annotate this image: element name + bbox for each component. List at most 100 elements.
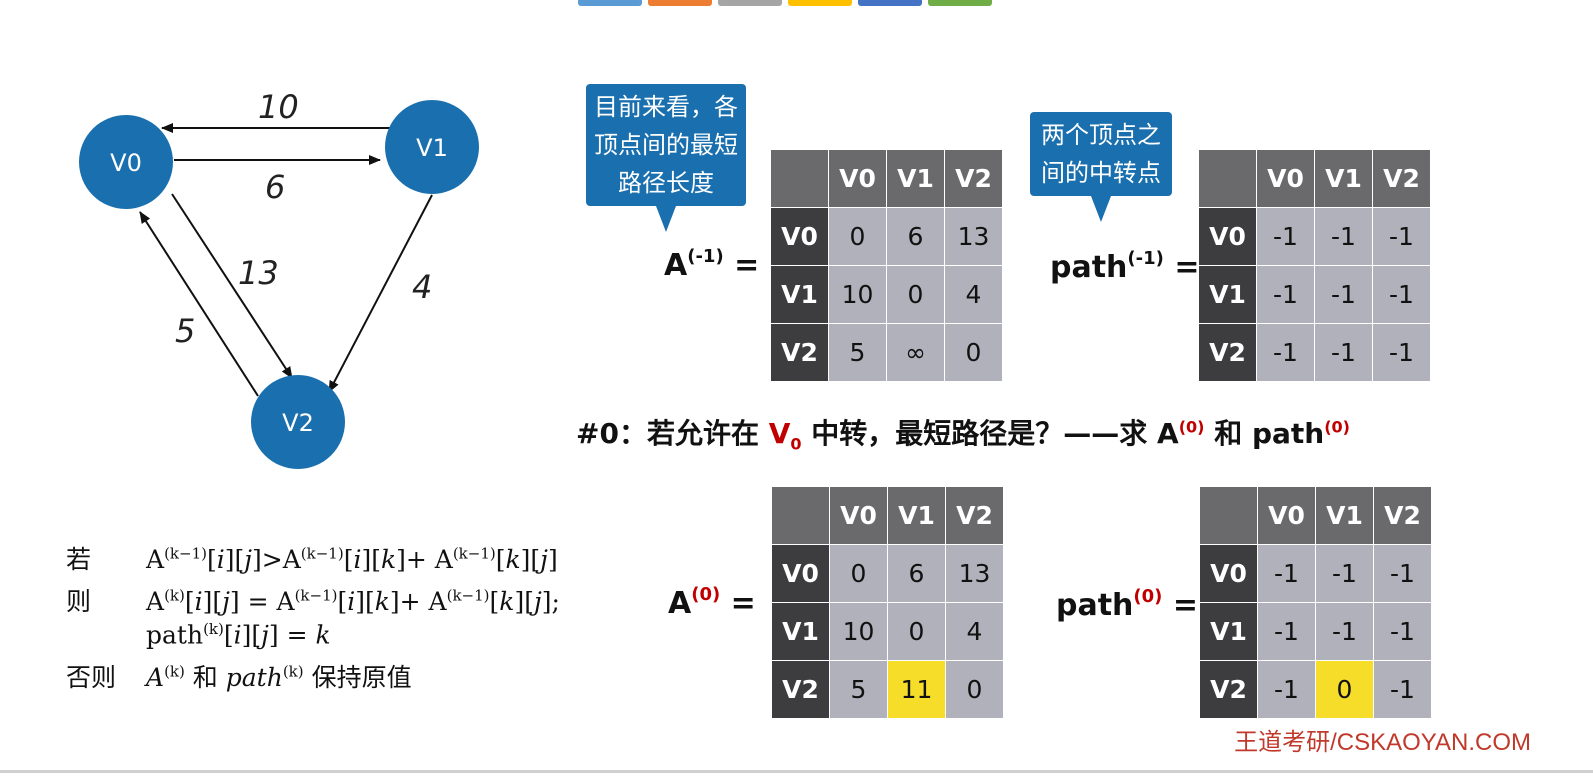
- label-path-curr: path(0) =: [1056, 586, 1198, 623]
- step-question: #0：若允许在 V0 中转，最短路径是？——求 A(0) 和 path(0): [576, 412, 1350, 454]
- node-v0: [79, 115, 173, 209]
- matrix-cell: -1: [1256, 207, 1315, 266]
- rule-sup: (k): [164, 586, 185, 605]
- top-bar-segment: [718, 0, 782, 6]
- callout-transit-point: 两个顶点之 间的中转点: [1030, 112, 1172, 222]
- matrix-cell: 0: [1315, 660, 1374, 719]
- label-sup: (-1): [687, 246, 724, 267]
- label-sup: (0): [1133, 586, 1163, 607]
- label-a-prev: A(-1) =: [664, 246, 760, 283]
- matrix-cell: -1: [1373, 544, 1432, 603]
- matrix-corner: [1198, 149, 1257, 208]
- rule-sup: (k−1): [452, 544, 496, 563]
- matrix-row-header: V1: [1199, 602, 1258, 661]
- matrix-cell: ∞: [886, 323, 945, 382]
- callout-shortest-length: 目前来看，各 顶点间的最短 路径长度: [586, 84, 746, 232]
- matrix-cell: -1: [1372, 265, 1431, 324]
- matrix-cell: 0: [886, 265, 945, 324]
- matrix-cell: 6: [887, 544, 946, 603]
- directed-graph: 10 6 13 4 5 V0 V1 V2: [79, 88, 479, 469]
- question-vertex-sub: 0: [790, 434, 802, 454]
- matrix-cell: -1: [1372, 323, 1431, 382]
- label-eq: =: [723, 248, 760, 283]
- matrix-row-header: V2: [1198, 323, 1257, 382]
- matrix-column-header: V2: [945, 486, 1004, 545]
- node-label-v2: V2: [282, 409, 314, 437]
- matrix-row-header: V0: [1199, 544, 1258, 603]
- matrix-cell: 5: [828, 323, 887, 382]
- matrix-cell: 5: [829, 660, 888, 719]
- matrix-row-header: V0: [771, 544, 830, 603]
- label-path-prev: path(-1) =: [1050, 248, 1200, 285]
- matrix-cell: 6: [886, 207, 945, 266]
- rule-keyword-else: 否则: [66, 663, 117, 692]
- slide-top-color-bar: [578, 0, 992, 6]
- matrix-column-header: V0: [828, 149, 887, 208]
- rule-keyword-then: 则: [66, 587, 92, 616]
- matrix-cell: -1: [1256, 265, 1315, 324]
- question-and: 和 path: [1204, 417, 1325, 450]
- matrix-cell: 0: [887, 602, 946, 661]
- callout-line: 间的中转点: [1041, 159, 1161, 187]
- matrix-column-header: V2: [944, 149, 1003, 208]
- matrix-cell: 4: [945, 602, 1004, 661]
- edge-weight-4: 4: [412, 268, 432, 306]
- matrix-cell: -1: [1373, 660, 1432, 719]
- callout-line: 目前来看，各: [594, 93, 738, 121]
- callout-line: 路径长度: [618, 169, 714, 197]
- rule-sup: (k−1): [446, 586, 490, 605]
- top-bar-segment: [928, 0, 992, 6]
- matrix-cell: -1: [1372, 207, 1431, 266]
- top-bar-segment: [858, 0, 922, 6]
- matrix-cell: -1: [1315, 602, 1374, 661]
- matrix-row-header: V0: [770, 207, 829, 266]
- question-prefix: #0：若允许在: [576, 417, 769, 450]
- matrix-column-header: V2: [1372, 149, 1431, 208]
- matrix-column-header: V0: [1257, 486, 1316, 545]
- rule-keep: 保持原值: [303, 663, 412, 692]
- edge-v0-v2: [171, 193, 293, 379]
- label-base: A: [664, 248, 688, 283]
- node-v2: [251, 375, 345, 469]
- matrix-cell: 0: [944, 323, 1003, 382]
- rule-sup: (k−1): [294, 586, 338, 605]
- matrix-row-header: V2: [1199, 660, 1258, 719]
- question-vertex-base: V: [768, 417, 791, 450]
- matrix-column-header: V0: [829, 486, 888, 545]
- rule-sup: (k): [203, 620, 224, 638]
- node-label-v1: V1: [416, 134, 448, 162]
- question-a-sup: (0): [1178, 417, 1205, 437]
- edge-v2-v0: [139, 211, 259, 397]
- question-p-sup: (0): [1324, 417, 1350, 437]
- rule-keyword-if: 若: [66, 545, 92, 574]
- matrix-corner: [770, 149, 829, 208]
- rule-sup: (k): [282, 662, 304, 681]
- matrix-cell: 0: [828, 207, 887, 266]
- matrix-cell: -1: [1257, 544, 1316, 603]
- rule-then-path: path(k)[i][j] = k: [146, 620, 331, 650]
- question-mid: 中转，最短路径是？——求 A: [801, 417, 1179, 450]
- footer-brand: 王道考研/CSKAOYAN.COM: [1234, 729, 1531, 756]
- matrix-cell: -1: [1314, 265, 1373, 324]
- label-eq: =: [1163, 250, 1200, 285]
- label-sup: (-1): [1127, 248, 1164, 269]
- matrix-corner: [1199, 486, 1258, 545]
- edge-weight-10: 10: [258, 88, 299, 126]
- edge-weight-5: 5: [175, 312, 195, 350]
- matrix-column-header: V1: [887, 486, 946, 545]
- matrix-column-header: V1: [1314, 149, 1373, 208]
- matrix-cell: 13: [944, 207, 1003, 266]
- top-bar-segment: [788, 0, 852, 6]
- matrix-cell: 10: [829, 602, 888, 661]
- matrix-row-header: V2: [771, 660, 830, 719]
- rule-and: 和: [184, 663, 226, 692]
- matrix-cell: -1: [1257, 660, 1316, 719]
- callout-line: 顶点间的最短: [594, 131, 738, 159]
- matrix-column-header: V2: [1373, 486, 1432, 545]
- label-eq: =: [1162, 588, 1198, 623]
- matrix-row-header: V1: [1198, 265, 1257, 324]
